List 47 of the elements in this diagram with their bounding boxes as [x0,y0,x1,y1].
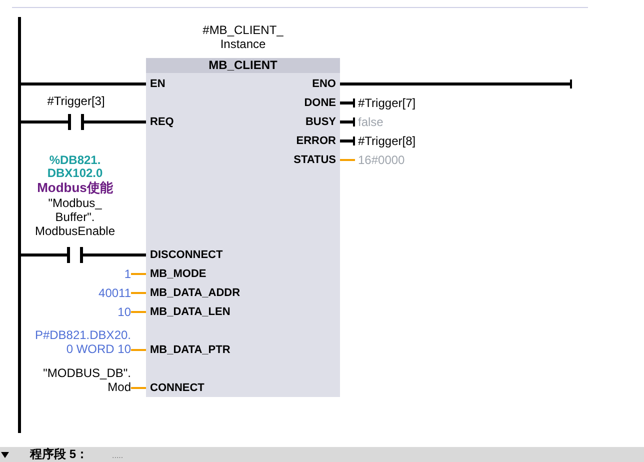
pin-label: DONE [304,96,340,110]
operand-label: 10 [90,305,131,319]
comment-label: Modbus使能 [37,180,113,196]
block-title: MB_CLIENT [146,58,340,73]
pin-label: MB_DATA_ADDR [146,286,240,300]
operand-label: false [355,115,445,129]
pin-label: MB_DATA_LEN [146,305,230,319]
operand-label: #Trigger[8] [355,134,445,148]
operand-label: "MODBUS_DB". Mod [40,366,131,394]
tag-label: #Trigger[3] [47,94,105,108]
pin-label: CONNECT [146,381,204,395]
address-label: %DB821. DBX102.0 [46,154,104,180]
tag-label: "Modbus_ Buffer". ModbusEnable [34,196,116,238]
pin-label: DISCONNECT [146,248,223,262]
pin-label: EN [146,77,166,91]
placeholder-dots: ..... [112,451,124,461]
instance-label: #MB_CLIENT_ Instance [202,23,284,51]
connection-line [340,80,572,88]
connection-line [21,120,40,124]
pin-label: MB_MODE [146,267,206,281]
pin-label: BUSY [305,115,340,129]
connection-line [21,82,146,86]
connection-line [131,311,146,313]
connection-line [131,273,146,275]
connection-line [340,159,355,161]
pin-label: ENO [312,77,340,91]
network-title: 程序段 5： [30,447,88,462]
connection-line [21,254,30,256]
connection-line [340,98,355,108]
connection-line [340,136,355,146]
pin-label: STATUS [294,153,340,167]
operand-label: #Trigger[7] [355,96,445,110]
operand-label: P#DB821.DBX20. 0 WORD 10 [28,328,131,356]
pin-label: ERROR [296,134,340,148]
connection-line [340,118,355,126]
connection-line [131,349,146,351]
operand-label: 16#0000 [355,153,445,167]
power-rail [18,17,21,433]
function-block [146,58,340,397]
connection-line [131,387,146,389]
operand-label: 40011 [70,286,131,300]
pin-label: REQ [146,115,174,129]
pin-label: MB_DATA_PTR [146,343,230,357]
connection-line [112,120,146,124]
operand-label: 1 [90,267,131,281]
connection-line [131,292,146,294]
connection-line [120,254,146,256]
